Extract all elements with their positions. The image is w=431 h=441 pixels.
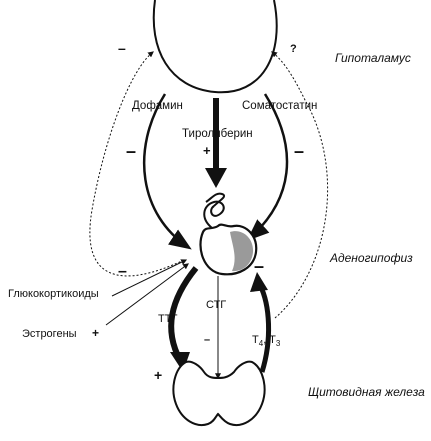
pituitary-stalk-loop [205, 192, 226, 207]
t4-t3-arrowhead [250, 272, 268, 292]
label-dopamine: Дофамин [132, 100, 183, 112]
sign-minus-t4-t3: – [254, 256, 264, 276]
region-label-adenohypophysis: Аденогипофиз [329, 251, 413, 265]
region-label-thyroid: Щитовидная железа [308, 385, 425, 399]
hypothalamus-shape [152, 0, 278, 94]
region-label-hypothalamus: Гипоталамус [335, 51, 411, 65]
label-thyroliberin: Тиролиберин [182, 128, 253, 140]
t4-t3-arrow [257, 283, 271, 373]
feedback-dotted-left [89, 51, 185, 277]
pituitary-stalk [203, 200, 225, 229]
sign-plus-estrogens: + [92, 326, 99, 340]
sign-minus-top-left: – [118, 40, 126, 56]
somatostatin-arrow [246, 93, 289, 242]
sign-minus-dopamine: – [126, 141, 136, 161]
sign-plus-ttg: + [154, 367, 162, 383]
sign-question-top-right: ? [290, 43, 297, 55]
feedback-dotted-right [271, 51, 329, 319]
sign-minus-stg: – [204, 334, 210, 346]
sign-plus-thyroliberin: + [203, 143, 211, 158]
label-somatostatin: Соматостатин [242, 100, 317, 112]
label-ttg: ТТГ [158, 313, 177, 325]
ttg-arrow [168, 266, 199, 362]
label-t4-t3: T4, T3 [252, 334, 281, 348]
dopamine-arrow [142, 93, 192, 250]
neurohypophysis-shaded [230, 231, 254, 272]
sign-minus-glucocorticoids: – [118, 263, 127, 280]
thyroid-shape [172, 360, 266, 426]
ttg-arrowhead [170, 352, 190, 372]
estrogens-arrow [105, 263, 189, 326]
label-stg: СТГ [206, 299, 226, 311]
thyroliberin-arrowhead [205, 168, 227, 188]
label-estrogens: Эстрогены [22, 328, 77, 340]
sign-minus-somatostatin: – [294, 141, 304, 161]
glucocorticoids-arrow [111, 259, 188, 297]
label-glucocorticoids: Глюкокортикоиды [8, 288, 99, 300]
